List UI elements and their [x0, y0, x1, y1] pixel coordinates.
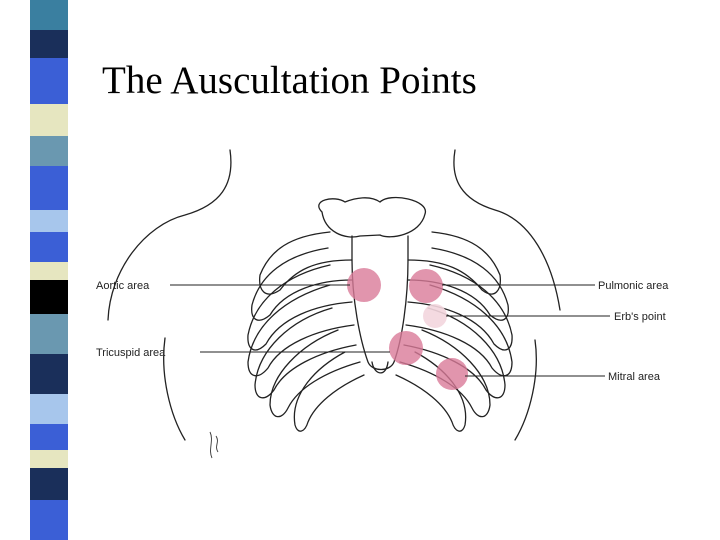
- stripe-segment: [30, 394, 68, 424]
- aortic-area-label: Aortic area: [96, 280, 150, 292]
- stripe-segment: [30, 104, 68, 136]
- erbs-point-marker: [423, 304, 447, 328]
- stripe-gap: [0, 0, 30, 540]
- mitral-area-marker: [436, 358, 468, 390]
- stripe-segment: [30, 500, 68, 540]
- decorative-stripe-bar: [0, 0, 68, 540]
- stripe-segment: [30, 166, 68, 210]
- stripe-segment: [30, 468, 68, 500]
- pulmonic-area-label: Pulmonic area: [598, 280, 669, 292]
- stripe-segment: [30, 314, 68, 354]
- stripe-segment: [30, 0, 68, 30]
- stripe-segment: [30, 30, 68, 58]
- stripe-segment: [30, 58, 68, 104]
- leader-lines: [170, 284, 610, 377]
- stripe-segment: [30, 354, 68, 394]
- stripe-segment: [30, 210, 68, 232]
- auscultation-diagram: Aortic area Pulmonic area Erb's point Tr…: [96, 149, 669, 459]
- mitral-area-label: Mitral area: [608, 371, 661, 383]
- stripe-segment: [30, 136, 68, 166]
- stripe-segment: [30, 232, 68, 262]
- erbs-point-label: Erb's point: [614, 311, 666, 323]
- stripe-segment: [30, 450, 68, 468]
- slide-title: The Auscultation Points: [102, 59, 477, 102]
- chest-outline: [107, 149, 561, 441]
- stripe-segment: [30, 280, 68, 314]
- stripe-segment: [30, 262, 68, 280]
- stripe-segment: [30, 424, 68, 450]
- tricuspid-area-marker: [389, 331, 423, 365]
- tricuspid-area-label: Tricuspid area: [96, 347, 166, 359]
- pulmonic-area-marker: [409, 269, 443, 303]
- artist-signature: [209, 431, 219, 459]
- aortic-area-marker: [347, 268, 381, 302]
